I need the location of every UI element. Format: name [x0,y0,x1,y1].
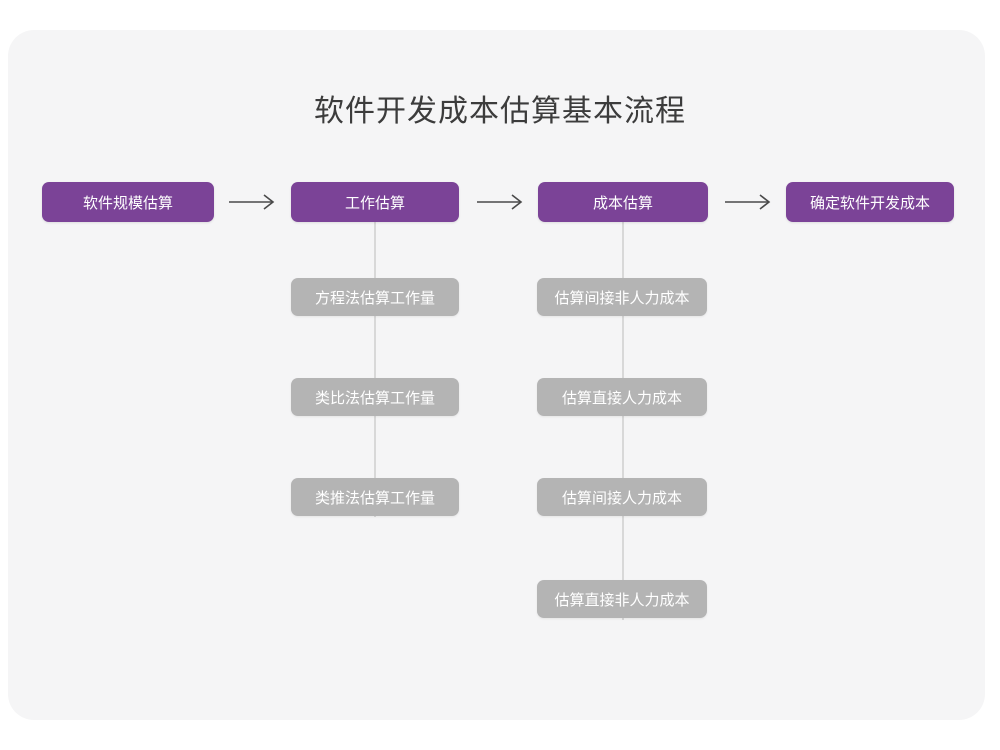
node-label: 估算直接非人力成本 [554,591,690,609]
node-inference-method-workload[interactable]: 类推法估算工作量 [291,478,459,516]
node-cost-estimation[interactable]: 成本估算 [538,182,708,222]
connector-work-estimation [374,222,376,517]
arrow-3-icon [722,190,776,214]
connector-cost-estimation [622,222,624,620]
node-direct-labor-cost[interactable]: 估算直接人力成本 [537,378,707,416]
node-indirect-labor-cost[interactable]: 估算间接人力成本 [537,478,707,516]
card-background [8,30,985,720]
node-label: 软件规模估算 [82,194,173,212]
node-label: 类推法估算工作量 [314,489,435,507]
node-direct-non-labor-cost[interactable]: 估算直接非人力成本 [537,580,707,618]
node-label: 估算直接人力成本 [561,389,682,407]
node-software-scale-estimation[interactable]: 软件规模估算 [42,182,214,222]
node-label: 工作估算 [344,194,405,212]
node-label: 类比法估算工作量 [314,389,435,407]
node-label: 估算间接人力成本 [561,489,682,507]
node-label: 成本估算 [592,194,653,212]
arrow-1-icon [226,190,280,214]
node-analogy-method-workload[interactable]: 类比法估算工作量 [291,378,459,416]
arrow-2-icon [474,190,528,214]
page-title: 软件开发成本估算基本流程 [314,95,686,128]
node-equation-method-workload[interactable]: 方程法估算工作量 [291,278,459,316]
node-label: 估算间接非人力成本 [554,289,690,307]
node-work-estimation[interactable]: 工作估算 [291,182,459,222]
node-label: 方程法估算工作量 [314,289,435,307]
node-indirect-non-labor-cost[interactable]: 估算间接非人力成本 [537,278,707,316]
node-label: 确定软件开发成本 [809,194,930,212]
node-determine-development-cost[interactable]: 确定软件开发成本 [786,182,954,222]
